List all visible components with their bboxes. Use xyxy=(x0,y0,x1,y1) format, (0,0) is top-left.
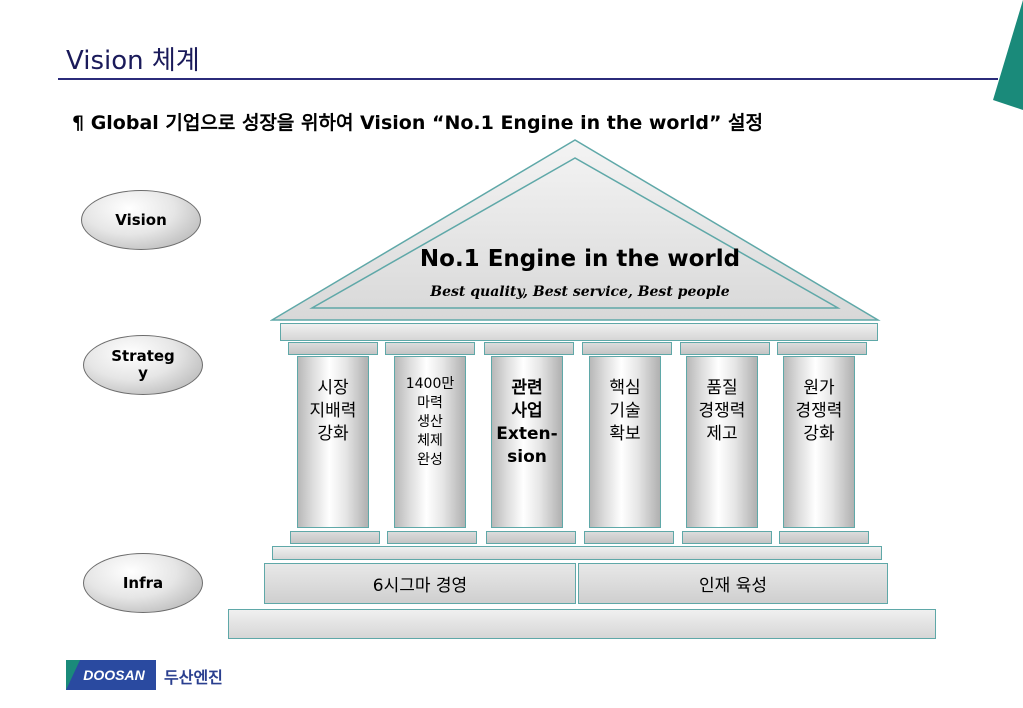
pillar-quality-competitiveness: 품질 경쟁력 제고 xyxy=(686,356,758,528)
pillar-core-technology: 핵심 기술 확보 xyxy=(589,356,661,528)
roof-pediment xyxy=(270,139,881,321)
doosan-logo-icon: DOOSAN xyxy=(66,660,156,690)
pillar-label: 핵심 기술 확보 xyxy=(609,378,641,444)
pillar-market-dominance: 시장 지배력 강화 xyxy=(297,356,369,528)
pillar-base xyxy=(290,531,380,544)
vision-ellipse: Vision xyxy=(81,190,201,250)
pillar-capital xyxy=(582,342,672,355)
pillar-label: 원가 경쟁력 강화 xyxy=(795,378,843,444)
pillar-base xyxy=(387,531,477,544)
company-name: 두산엔진 xyxy=(164,668,223,687)
infra-ellipse: Infra xyxy=(83,553,203,613)
strategy-label: Strateg y xyxy=(111,347,175,382)
pillar-capital xyxy=(385,342,475,355)
subtitle: ¶ Global 기업으로 성장을 위하여 Vision “No.1 Engin… xyxy=(72,112,764,134)
stylobate-bar xyxy=(272,546,882,560)
pillar-label: 시장 지배력 강화 xyxy=(309,378,357,444)
pillar-capital xyxy=(288,342,378,355)
talent-development-base: 인재 육성 xyxy=(578,563,888,604)
vision-slogan: Best quality, Best service, Best people xyxy=(430,284,730,300)
pillar-label: 관련 사업 Exten- sion xyxy=(496,378,558,467)
infra-label: Infra xyxy=(122,573,164,592)
logo-mark-text: DOOSAN xyxy=(83,667,145,683)
pillar-base xyxy=(682,531,772,544)
six-sigma-base: 6시그마 경영 xyxy=(264,563,576,604)
vision-statement: No.1 Engine in the world xyxy=(419,246,741,272)
strategy-ellipse: Strateg y xyxy=(83,335,203,395)
pillar-base xyxy=(486,531,576,544)
pillar-base xyxy=(779,531,869,544)
pillar-label: 1400만 마력 생산 체제 완성 xyxy=(405,376,455,468)
page-title: Vision 체계 xyxy=(66,46,200,76)
pillar-label: 품질 경쟁력 제고 xyxy=(698,378,746,444)
title-divider xyxy=(58,78,998,80)
vision-label: Vision xyxy=(115,210,167,229)
base-left-label: 6시그마 경영 xyxy=(372,576,468,596)
pillar-business-extension: 관련 사업 Exten- sion xyxy=(491,356,563,528)
corner-accent-shape xyxy=(993,0,1023,110)
pillar-capital xyxy=(777,342,867,355)
pillar-production-capacity: 1400만 마력 생산 체제 완성 xyxy=(394,356,466,528)
pillar-cost-competitiveness: 원가 경쟁력 강화 xyxy=(783,356,855,528)
pillar-capital xyxy=(680,342,770,355)
base-right-label: 인재 육성 xyxy=(699,576,767,596)
entablature-bar xyxy=(280,323,878,341)
pillar-base xyxy=(584,531,674,544)
pillar-capital xyxy=(484,342,574,355)
foundation-slab xyxy=(228,609,936,639)
